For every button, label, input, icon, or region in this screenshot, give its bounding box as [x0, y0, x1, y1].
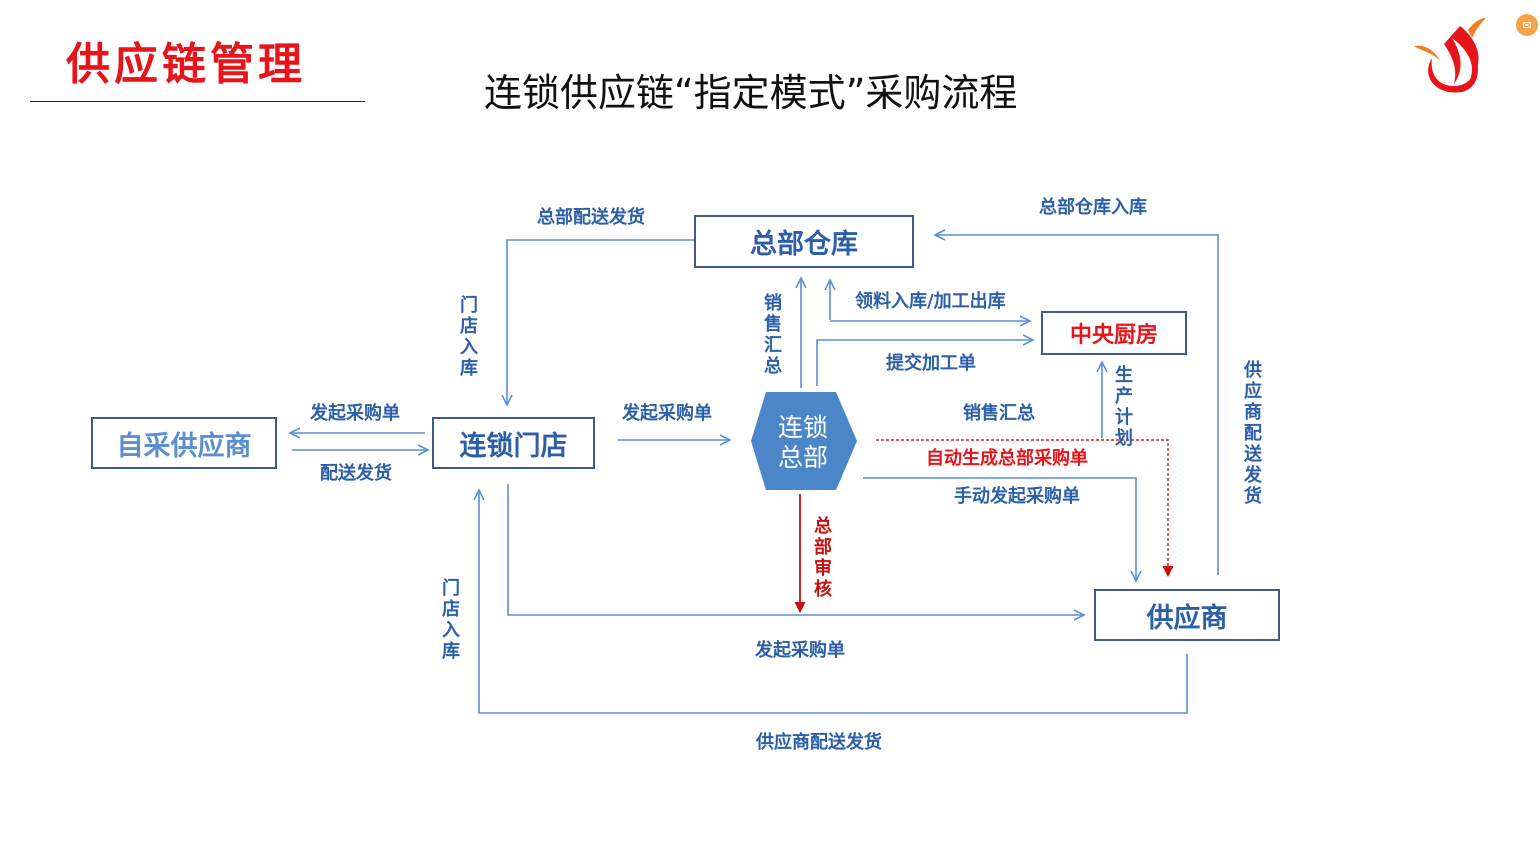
node-hq-warehouse[interactable]: 总部仓库: [694, 215, 914, 268]
label-distribute-ship: 配送发货: [320, 463, 392, 484]
edge-supplier-to-hq: [935, 235, 1219, 575]
page-title: 连锁供应链“指定模式”采购流程: [484, 71, 1018, 115]
edge-submit-process: [816, 340, 1033, 386]
edge-supplier-to-store: [479, 490, 1188, 714]
label-hq-warehouse-in: 总部仓库入库: [1039, 197, 1147, 218]
title-underline: [30, 101, 365, 102]
label-auto-generate-hq-po: 自动生成总部采购单: [926, 448, 1088, 469]
node-chain-store[interactable]: 连锁门店: [432, 417, 595, 469]
node-central-kitchen[interactable]: 中央厨房: [1041, 311, 1187, 355]
label-production-plan: 生产计划: [1115, 365, 1133, 449]
node-self-supplier[interactable]: 自采供应商: [91, 417, 277, 469]
edge-store-to-supplier: [507, 484, 1084, 615]
label-supplier-distribute-bottom: 供应商配送发货: [756, 732, 882, 753]
label-start-po-left: 发起采购单: [310, 403, 400, 424]
chain-hq-label-1: 连锁: [777, 413, 828, 442]
section-title: 供应链管理: [66, 39, 306, 90]
label-submit-process-order: 提交加工单: [886, 353, 976, 374]
label-store-in-bottom: 门店入库: [442, 578, 460, 662]
label-hq-distribute: 总部配送发货: [537, 207, 645, 228]
label-store-in-top: 门店入库: [460, 295, 478, 379]
label-supplier-distribute-vertical: 供应商配送发货: [1244, 360, 1262, 507]
edge-hq-to-store: [507, 239, 694, 405]
label-material-in-process-out: 领料入库/加工出库: [855, 291, 1006, 312]
edge-auto-generate: [876, 439, 1168, 576]
label-manual-start-po: 手动发起采购单: [954, 486, 1080, 507]
chain-hq-label-2: 总部: [777, 443, 828, 472]
label-sales-summary: 销售汇总: [963, 403, 1035, 424]
node-chain-hq[interactable]: 连锁 总部: [766, 413, 840, 473]
chain-hq-hexagon: [751, 392, 857, 490]
label-sales-summary-vertical: 销售汇总: [764, 293, 782, 377]
label-hq-review: 总部审核: [814, 516, 832, 600]
node-supplier[interactable]: 供应商: [1094, 589, 1280, 641]
label-start-po-bottom: 发起采购单: [755, 640, 845, 661]
corner-badge-icon[interactable]: ✉: [1516, 14, 1538, 36]
edge-manual-po: [863, 477, 1136, 581]
label-start-po-mid: 发起采购单: [622, 403, 712, 424]
